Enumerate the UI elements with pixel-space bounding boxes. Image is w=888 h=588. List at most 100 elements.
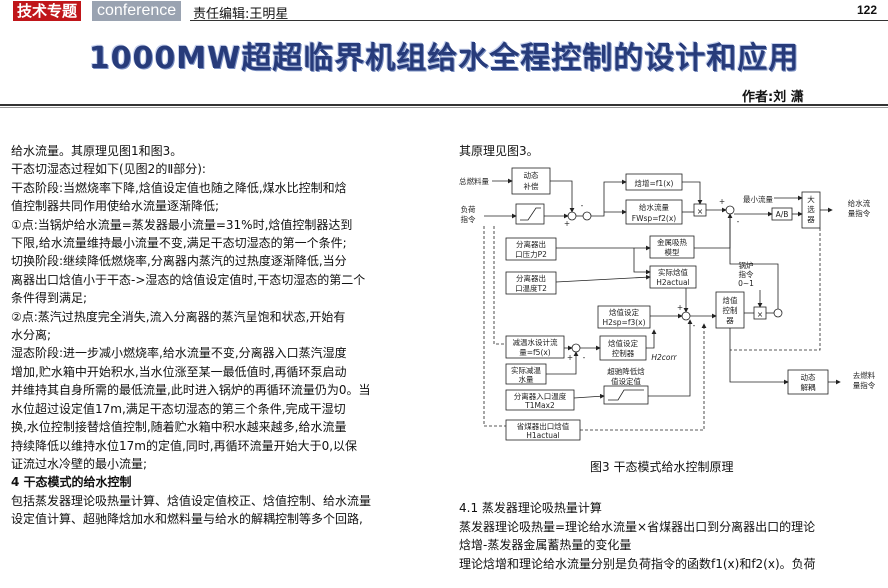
label-fw1: 给水流量	[639, 202, 669, 212]
label-h2corr: H2corr	[651, 353, 677, 362]
label-econ1: 省煤器出口焓值	[517, 421, 570, 431]
label-sep-p2: 口压力P2	[515, 249, 547, 259]
box-sep-inlet-temp	[505, 389, 575, 411]
figure-intro: 其原理见图3。	[459, 144, 539, 158]
label-metal1: 金属吸热	[657, 237, 687, 247]
body-line: 水位超过设定值17m,满足干态切湿态的第三个条件,完成干湿切	[11, 401, 346, 416]
sign-1: +	[564, 219, 570, 228]
figure-caption: 图3 干态模式给水控制原理	[590, 460, 734, 474]
label-dec2: 解耦	[801, 382, 816, 392]
body-line: 值控制器共同作用使给水流量逐渐降低;	[11, 199, 220, 214]
label-dsh2: 量=f5(x)	[519, 348, 551, 357]
section-heading: 4.1 蒸发器理论吸热量计算	[459, 501, 602, 515]
label-boiler3: 0~1	[738, 279, 754, 288]
label-act-h1: 实际焓值	[658, 267, 688, 277]
label-sep-t1: 分离器出	[516, 273, 546, 283]
label-dyn2: 补偿	[524, 181, 539, 191]
label-fuel: 总燃料量	[459, 176, 489, 186]
body-line: 切换阶段:继续降低燃烧率,分离器内蒸汽的过热度逐渐降低,当分	[11, 254, 347, 269]
box-load-curve	[515, 203, 545, 225]
label-fuel-out1: 去燃料	[853, 370, 876, 380]
sum-junction-3	[725, 205, 735, 215]
label-hc1: 焓值	[723, 295, 738, 305]
body-line: ①点:当锅炉给水流量=蒸发器最小流量=31%时,焓值控制器达到	[11, 217, 353, 232]
body-line: 焓增-蒸发器金属蓄热量的变化量	[459, 538, 632, 552]
label-big3: 器	[807, 215, 815, 224]
label-dyn1: 动态	[524, 170, 539, 180]
label-hc3: 器	[726, 316, 734, 325]
label-big2: 选	[807, 204, 815, 214]
label-metal2: 模型	[665, 247, 680, 257]
title-divider-thin	[0, 107, 888, 108]
sum-junction-6	[571, 343, 581, 353]
body-line: 设定值计算、超驰降焓加水和燃料量与给水的解耦控制等多个回路,	[11, 512, 363, 527]
label-dec1: 动态	[801, 372, 816, 382]
body-line: 包括蒸发器理论吸热量计算、焓值设定值校正、焓值控制、给水流量	[11, 493, 372, 508]
sign-6: -	[693, 321, 696, 330]
label-override1: 超驰降低焓	[607, 366, 645, 376]
label-act-dsh1: 实际减温	[511, 365, 541, 375]
label-hsp1: 焓值设定	[609, 307, 639, 317]
label-dsh1: 减温水设计流	[513, 337, 558, 347]
box-enthalpy-setpoint	[597, 305, 651, 329]
sum-junction-2	[582, 211, 592, 221]
body-line: 离器出口焓值小于干态->湿态的焓值设定值时,干态切湿态的第二个	[11, 272, 366, 287]
body-line: 给水流量。其原理见图1和图3。	[11, 144, 183, 158]
label-act-dsh2: 水量	[519, 374, 534, 384]
label-hsc1: 焓值设定	[608, 338, 638, 348]
body-line: 水分离;	[11, 328, 52, 343]
label-ab: A/B	[776, 210, 789, 219]
body-line: 下限,给水流量维持最小流量不变,满足干态切湿态的第一个条件;	[11, 236, 347, 251]
body-line: 湿态阶段:进一步减小燃烧率,给水流量不变,分离器入口蒸汽湿度	[11, 346, 347, 361]
box-override-curve	[603, 385, 649, 405]
label-econ2: H1actual	[526, 431, 560, 440]
body-line: 干态阶段:当燃烧率下降,焓值设定值也随之降低,煤水比控制和焓	[11, 180, 347, 195]
page-header: 技术专题 conference 责任编辑:王明星 122	[0, 0, 888, 22]
sign-4: -	[737, 217, 740, 226]
author-line: 作者:刘 潇	[742, 90, 804, 105]
label-sep-in2: T1Max2	[524, 401, 555, 410]
label-cmd: 指令	[461, 214, 476, 224]
label-sep-in1: 分离器入口温度	[514, 391, 567, 401]
sign-5: +	[677, 303, 683, 312]
body-line: 蒸发器理论吸热量=理论给水流量×省煤器出口到分离器出口的理论	[459, 519, 816, 534]
body-line: ②点:蒸汽过热度完全消失,流入分离器的蒸汽呈饱和状态,开始有	[11, 309, 346, 324]
body-line: 换,水位控制接替焓值控制,随着贮水箱中积水越来越多,给水流量	[11, 420, 347, 435]
label-boiler1: 锅炉	[739, 260, 754, 270]
label-fw-sp1: 给水流	[848, 198, 871, 208]
label-load: 负荷	[461, 204, 476, 214]
label-times-1: ×	[697, 207, 703, 216]
body-line: 干态切湿态过程如下(见图2的Ⅱ部分):	[11, 162, 206, 177]
section-tag: 技术专题	[13, 1, 82, 21]
title-divider	[0, 104, 888, 106]
section-heading: 4 干态模式的给水控制	[11, 475, 132, 490]
label-hsc2: 控制器	[612, 348, 635, 358]
sign-3: +	[719, 197, 725, 206]
sum-junction-5	[773, 308, 783, 318]
conference-tag: conference	[92, 1, 182, 21]
body-line: 证流过水冷壁的最小流量;	[11, 456, 148, 471]
box-sep-temp	[505, 271, 557, 295]
label-fw2: FWsp=f2(x)	[632, 214, 676, 223]
label-sep-p1: 分离器出	[516, 239, 546, 249]
box-desuperheat-design	[505, 335, 565, 359]
label-sep-t2: 口温度T2	[515, 283, 547, 293]
box-sep-pressure	[505, 237, 557, 261]
left-column: 给水流量。其原理见图1和图3。 干态切湿态过程如下(见图2的Ⅱ部分): 干态阶段…	[11, 142, 439, 529]
label-boiler2: 指令	[739, 269, 754, 279]
label-fuel-out2: 量指令	[853, 380, 876, 390]
label-hc2: 控制	[723, 305, 738, 315]
sign-2: -	[581, 201, 584, 210]
body-line: 持续降低以维持水位17m的定值,同时,再循环流量开始大于0,以保	[11, 438, 358, 453]
control-diagram: 总燃料量 负荷 指令 动态 补偿 焓增=f1(x) 给水流量 FWsp=f2(x…	[459, 167, 876, 441]
right-column: 4.1 蒸发器理论吸热量计算 蒸发器理论吸热量=理论给水流量×省煤器出口到分离器…	[459, 499, 887, 573]
sum-junction-4	[681, 311, 691, 321]
editor-line: 责任编辑:王明星	[193, 7, 289, 22]
label-hsp2: H2sp=f3(x)	[602, 318, 645, 327]
article-title: 1000MW超超临界机组给水全程控制的设计和应用	[88, 41, 800, 76]
sign-7: +	[567, 353, 573, 362]
body-line: 理论焓增和理论给水流量分别是负荷指令的函数f1(x)和f2(x)。负荷	[459, 556, 816, 571]
header-rule	[190, 20, 888, 21]
label-times-2: ×	[757, 310, 763, 319]
label-enth-rise: 焓增=f1(x)	[635, 178, 674, 188]
